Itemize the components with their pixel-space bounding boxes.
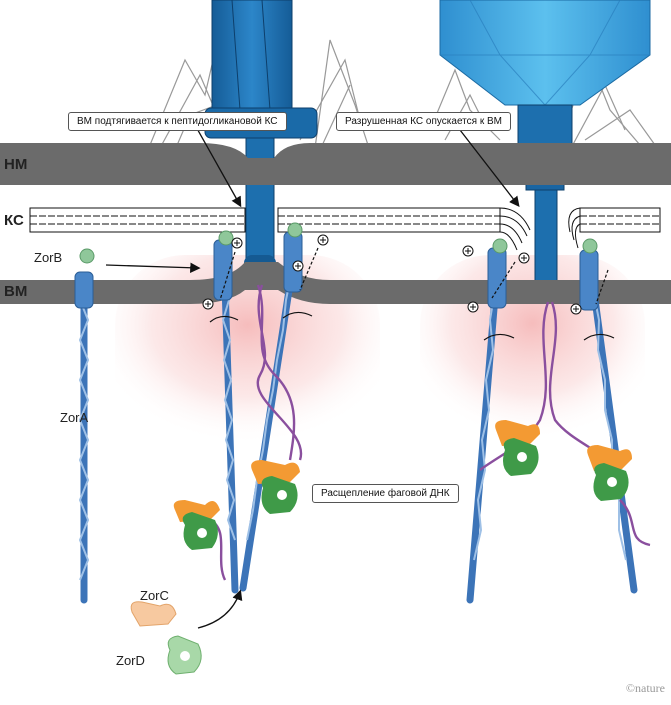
cell-wall xyxy=(29,207,661,251)
outer-membrane xyxy=(0,143,671,185)
zorB-label: ZorB xyxy=(34,250,63,265)
inner-membrane-label: ВМ xyxy=(4,283,28,300)
zorC-free xyxy=(130,601,177,627)
proton-flow-lines xyxy=(219,247,609,305)
zorCD-complexes xyxy=(173,420,632,550)
proton-plus-marks xyxy=(205,237,579,312)
callout-cw-lowered: Разрушенная КС опускается к ВМ xyxy=(336,112,511,131)
rotation-arrows xyxy=(209,311,615,341)
outer-membrane-label: НМ xyxy=(4,156,28,173)
zorD-label: ZorD xyxy=(116,653,145,668)
callout-dna-cleavage: Расщепление фаговой ДНК xyxy=(312,484,459,503)
zorA-heads xyxy=(74,231,599,311)
callout-arrows xyxy=(105,124,520,629)
zorC-label: ZorC xyxy=(140,588,169,603)
callout-im-pulled: ВМ подтягивается к пептидогликановой КС xyxy=(68,112,287,131)
zorD-free-pore xyxy=(180,651,190,661)
nature-credit: ©nature xyxy=(625,681,665,695)
zorB-proteins xyxy=(79,222,598,264)
zorA-label: ZorA xyxy=(60,410,89,425)
cell-wall-label: КС xyxy=(4,212,24,229)
